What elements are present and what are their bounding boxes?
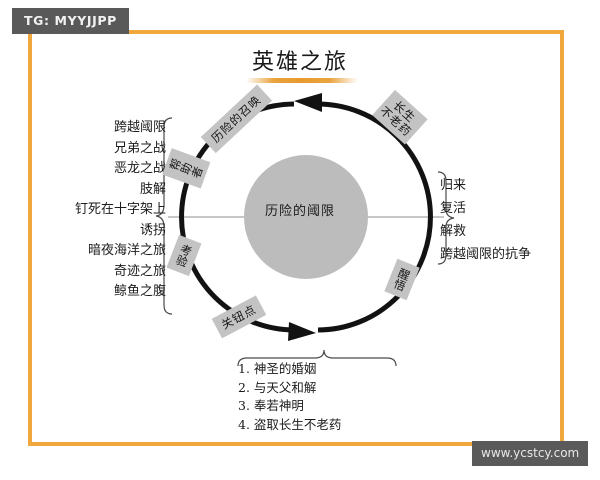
tg-watermark-badge: TG: MYYJJPP (12, 8, 129, 34)
list-item: 复活 (440, 201, 467, 216)
list-item: 暗夜海洋之旅 (87, 243, 166, 258)
list-item: 兄弟之战 (113, 140, 166, 156)
list-item: 3. 奉若神明 (238, 398, 304, 413)
list-item: 诱拐 (139, 222, 166, 238)
list-item: 2. 与天父和解 (238, 379, 317, 395)
arrowhead-top (294, 93, 322, 112)
center-circle-label: 历险的阈限 (264, 204, 335, 219)
list-item: 鲸鱼之腹 (113, 284, 166, 299)
bottom-brace (237, 349, 397, 367)
inner-threshold-circle (244, 155, 368, 279)
arrowhead-bottom (288, 322, 316, 341)
left-stage-list: 跨越阈限 兄弟之战 恶龙之战 肢解 钉死在十字架上 诱拐 暗夜海洋之旅 奇迹之旅… (46, 118, 166, 303)
list-item: 归来 (440, 178, 467, 193)
left-brace (155, 117, 173, 315)
title-underline-brush (246, 78, 358, 83)
list-item: 肢解 (139, 181, 166, 197)
page-title-text: 英雄之旅 (251, 50, 348, 75)
list-item: 跨越阈限的抗争 (440, 247, 532, 262)
list-item: 恶龙之战 (113, 161, 166, 176)
ring-arc-right (316, 101, 433, 333)
list-item: 奇迹之旅 (113, 263, 166, 279)
bottom-stage-list: 1. 神圣的婚姻 2. 与天父和解 3. 奉若神明 4. 盗取长生不老药 (238, 360, 418, 434)
list-item: 解救 (440, 224, 467, 239)
site-watermark: www.ycstcy.com (472, 441, 589, 466)
list-item: 4. 盗取长生不老药 (238, 416, 342, 432)
list-item: 钉死在十字架上 (74, 202, 166, 217)
list-item: 1. 神圣的婚姻 (238, 361, 317, 376)
page-title: 英雄之旅 (0, 44, 600, 79)
right-brace (437, 171, 455, 265)
right-stage-list: 归来 复活 解救 跨越阈限的抗争 (440, 174, 570, 266)
list-item: 跨越阈限 (113, 120, 166, 135)
